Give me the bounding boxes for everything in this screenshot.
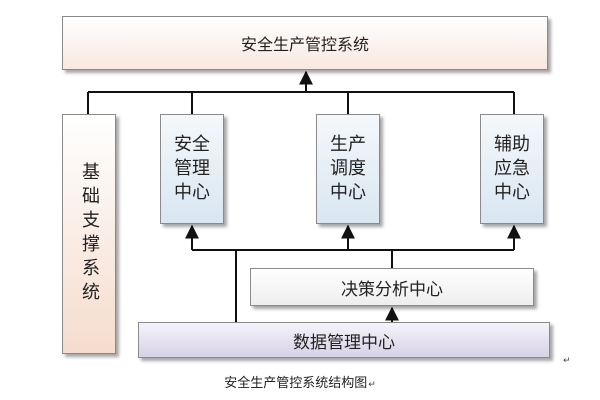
figure-caption: 安全生产管控系统结构图↵	[0, 372, 600, 391]
paragraph-mark: ↵	[563, 356, 571, 366]
auxiliary-emergency-center-label: 辅助应急中心	[494, 134, 530, 203]
data-management-center-box: 数据管理中心	[138, 322, 550, 358]
production-dispatch-center-box: 生产调度中心	[316, 114, 380, 224]
base-support-system-label: 基础支撑系统	[79, 162, 100, 306]
caption-paragraph-mark: ↵	[368, 380, 376, 390]
safety-control-system-label: 安全生产管控系统	[240, 35, 369, 54]
data-management-center-label: 数据管理中心	[293, 332, 395, 353]
decision-analysis-center-box: 决策分析中心	[250, 268, 534, 306]
base-support-system-box: 基础支撑系统	[62, 114, 116, 354]
safety-management-center-box: 安全管理中心	[160, 114, 224, 224]
production-dispatch-center-label: 生产调度中心	[330, 134, 366, 203]
figure-caption-text: 安全生产管控系统结构图	[224, 376, 368, 391]
auxiliary-emergency-center-box: 辅助应急中心	[480, 114, 544, 224]
safety-control-system-box: 安全生产管控系统	[62, 16, 548, 70]
decision-analysis-center-label: 决策分析中心	[341, 279, 443, 300]
safety-management-center-label: 安全管理中心	[174, 134, 210, 203]
